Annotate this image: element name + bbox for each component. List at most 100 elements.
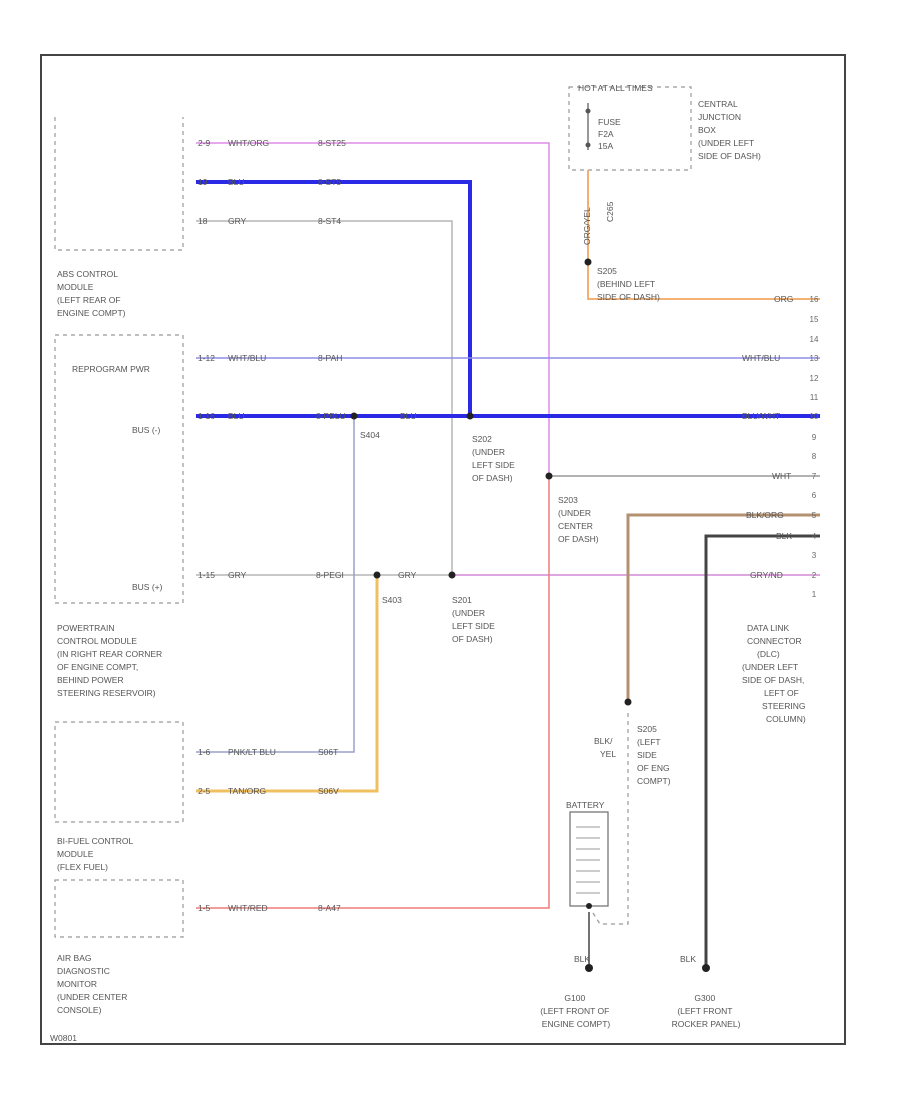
wire-bifuel-pnk-ltblu bbox=[196, 416, 355, 753]
dlc-pin: 4 bbox=[812, 532, 817, 541]
wire-circuit-label: 8-A47 bbox=[318, 903, 341, 913]
abs-module-label: ABS CONTROL MODULE (LEFT REAR OF ENGINE … bbox=[57, 269, 126, 318]
wire-pin-label: 2-9 bbox=[198, 138, 211, 148]
splice-s201-label: S201 (UNDER LEFT SIDE OF DASH) bbox=[452, 595, 497, 644]
splice-s205b-label: S205 (LEFT SIDE OF ENG COMPT) bbox=[637, 724, 672, 786]
wire-color-label: WHT/RED bbox=[228, 903, 268, 913]
wire-abs-blu bbox=[196, 180, 472, 416]
wire-color-label: BLK/ bbox=[594, 736, 613, 746]
battery-dashed-lead bbox=[592, 712, 629, 925]
dlc-pin: 15 bbox=[810, 315, 819, 324]
dlc-pin: 12 bbox=[810, 374, 819, 383]
fuse-symbol bbox=[585, 103, 591, 150]
cjb-label: CENTRAL JUNCTION BOX (UNDER LEFT SIDE OF… bbox=[698, 99, 761, 161]
wire-pin-label: 2-5 bbox=[198, 786, 211, 796]
ground-g300-label: G300 (LEFT FRONT ROCKER PANEL) bbox=[672, 993, 741, 1029]
splice-s403-dot bbox=[373, 571, 381, 579]
dlc-pin: 8 bbox=[812, 452, 817, 461]
splice-s203-label: S203 (UNDER CENTER OF DASH) bbox=[558, 495, 599, 544]
airbag-module-label: AIR BAG DIAGNOSTIC MONITOR (UNDER CENTER… bbox=[57, 953, 130, 1015]
splice-s404-dot bbox=[350, 412, 358, 420]
wire-color-label: BLK bbox=[574, 954, 590, 964]
dlc-pin: 13 bbox=[810, 354, 819, 363]
wire-pin-label: 18 bbox=[198, 216, 208, 226]
wire-bifuel-tan-org bbox=[196, 575, 379, 793]
wire-fuse-org-yel bbox=[587, 170, 820, 300]
connector-label: C265 bbox=[605, 201, 615, 222]
airbag-module-box bbox=[54, 879, 184, 938]
wire-circuit-label: S06V bbox=[318, 786, 339, 796]
dlc-pin: 10 bbox=[810, 412, 819, 421]
pcm-bus-plus-label: BUS (+) bbox=[132, 582, 163, 592]
cjb-box bbox=[568, 86, 692, 171]
wire-circuit-label: 8-ST25 bbox=[318, 138, 346, 148]
bifuel-module-box bbox=[54, 721, 184, 823]
hot-at-all-times-label: HOT AT ALL TIMES bbox=[578, 83, 653, 93]
wire-color-label: GRY bbox=[398, 570, 417, 580]
battery-neg-dot bbox=[586, 903, 592, 909]
wire-color-label: BLK bbox=[680, 954, 696, 964]
wire-circuit-label: 8-ST4 bbox=[318, 216, 341, 226]
wire-pin-label: 19 bbox=[198, 177, 208, 187]
wire-color-label: BLU bbox=[228, 411, 245, 421]
pcm-bus-minus-label: BUS (-) bbox=[132, 425, 161, 435]
wire-circuit-label: S06T bbox=[318, 747, 338, 757]
dlc-pin: 11 bbox=[810, 393, 819, 402]
dlc-wire-color-label: GRY/ND bbox=[750, 570, 783, 580]
wire-color-label: YEL bbox=[600, 749, 616, 759]
splice-s202-label: S202 (UNDER LEFT SIDE OF DASH) bbox=[472, 434, 517, 483]
dlc-pin: 7 bbox=[812, 472, 817, 481]
dlc-pin: 2 bbox=[812, 571, 817, 580]
battery-label: BATTERY bbox=[566, 800, 605, 810]
wire-color-label: BLU bbox=[400, 411, 417, 421]
dlc-pin: 5 bbox=[812, 511, 817, 520]
pcm-module-box bbox=[54, 334, 184, 604]
wire-color-label: PNK/LT BLU bbox=[228, 747, 276, 757]
wire-circuit-label: 8-PAH bbox=[318, 353, 342, 363]
dlc-wire-color-label: BLU/WHT bbox=[742, 411, 780, 421]
splice-label: S403 bbox=[382, 595, 402, 605]
splice-s205-label: S205 (BEHIND LEFT SIDE OF DASH) bbox=[597, 266, 660, 302]
dlc-pin: 6 bbox=[812, 491, 817, 500]
dlc-wire-color-label: ORG bbox=[774, 294, 793, 304]
dlc-wire-color-label: WHT/BLU bbox=[742, 353, 780, 363]
splice-s203-dot bbox=[545, 472, 553, 480]
ground-g300-dot bbox=[702, 964, 710, 972]
dlc-pin: 16 bbox=[810, 295, 819, 304]
wire-color-label: GRY bbox=[228, 216, 247, 226]
splice-s202-dot bbox=[466, 412, 474, 420]
abs-module-box bbox=[54, 117, 184, 251]
wire-pin-label: 1-15 bbox=[198, 570, 215, 580]
footer-id: W0801 bbox=[50, 1033, 77, 1043]
wire-pin-label: 1-6 bbox=[198, 747, 211, 757]
dlc-wire-color-label: WHT bbox=[772, 471, 791, 481]
wire-pin-label: 1-5 bbox=[198, 903, 211, 913]
wire-color-label: TAN/ORG bbox=[228, 786, 266, 796]
wire-color-label: BLU bbox=[228, 177, 245, 187]
dlc-wire-color-label: BLK bbox=[776, 531, 792, 541]
wire-airbag-wht-red bbox=[196, 476, 550, 909]
dlc-label: DATA LINK CONNECTOR (DLC) (UNDER LEFT SI… bbox=[742, 623, 808, 724]
wire-circuit-label: 8-PBLU bbox=[316, 411, 346, 421]
fuse-label: FUSE F2A 15A bbox=[598, 117, 623, 151]
ground-g100-dot bbox=[585, 964, 593, 972]
wire-circuit-label: 8-ST5 bbox=[318, 177, 341, 187]
dlc-wire-color-label: BLK/ORG bbox=[746, 510, 784, 520]
wire-abs-gry bbox=[196, 220, 453, 574]
splice-s205b-dot bbox=[624, 698, 632, 706]
ground-g100-label: G100 (LEFT FRONT OF ENGINE COMPT) bbox=[540, 993, 611, 1029]
dlc-pin: 14 bbox=[810, 335, 819, 344]
splice-s205-dot bbox=[584, 258, 592, 266]
pcm-inner-label: REPROGRAM PWR bbox=[72, 364, 150, 374]
wire-color-label: GRY bbox=[228, 570, 247, 580]
dlc-pin: 1 bbox=[812, 590, 817, 599]
splice-label: S404 bbox=[360, 430, 380, 440]
wire-pin-label: 1-16 bbox=[198, 411, 215, 421]
wire-color-label: ORG/YEL bbox=[582, 207, 592, 245]
wire-color-label: WHT/BLU bbox=[228, 353, 266, 363]
bifuel-module-label: BI-FUEL CONTROL MODULE (FLEX FUEL) bbox=[57, 836, 135, 872]
diagram-frame bbox=[40, 54, 846, 1045]
dlc-pin: 3 bbox=[812, 551, 817, 560]
splice-s201-dot bbox=[448, 571, 456, 579]
wire-dlc-brn-org bbox=[626, 513, 820, 702]
